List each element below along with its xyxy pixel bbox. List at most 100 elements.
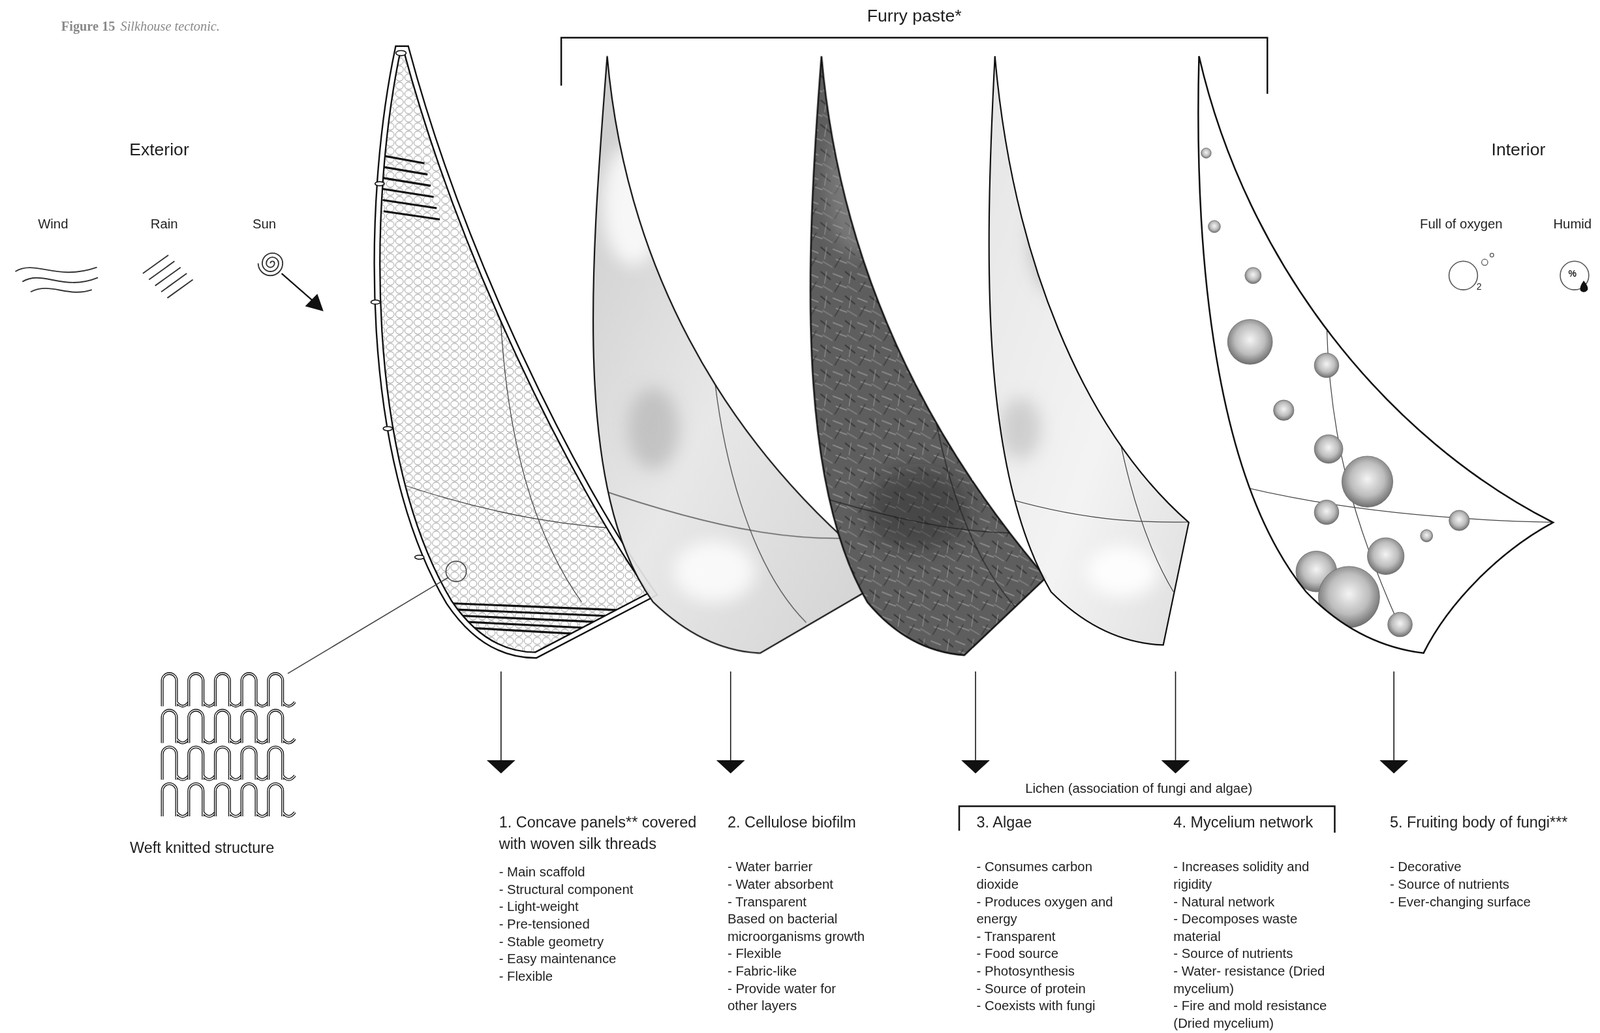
blotch xyxy=(1000,398,1042,460)
side-label: Interior xyxy=(1491,139,1546,161)
mycelium-panel xyxy=(989,56,1189,645)
panel-outline xyxy=(1198,56,1554,654)
knit-loop xyxy=(268,747,295,780)
property-item: - Natural network xyxy=(1173,892,1329,911)
property-item: - Ever-changing surface xyxy=(1389,892,1589,911)
panel-texture xyxy=(979,193,1225,598)
leader-line xyxy=(287,577,449,674)
blotch xyxy=(826,112,889,256)
property-item: - Water barrier xyxy=(727,858,868,876)
mesh-line xyxy=(979,306,1225,592)
tube-ring xyxy=(415,555,425,560)
blotch xyxy=(627,387,679,470)
knit-loop xyxy=(188,709,216,743)
knit-loop xyxy=(242,783,269,817)
knit-loop xyxy=(215,783,243,817)
icon-label: Humid xyxy=(1553,216,1592,233)
bracket xyxy=(561,37,1268,94)
sun-icon xyxy=(258,253,284,276)
blotch xyxy=(867,469,970,551)
text-block: 1. Concave panels** covered with woven s… xyxy=(499,811,719,855)
property-item: - Produces oxygen and energy xyxy=(976,892,1122,928)
property-item: - Water absorbent xyxy=(727,875,868,894)
fungi-panel xyxy=(1198,56,1554,654)
mushroom xyxy=(1201,148,1212,159)
property-item: - Structural component xyxy=(499,880,719,899)
property-item: - Transparent xyxy=(976,927,1122,945)
property-list: - Consumes carbon dioxide- Produces oxyg… xyxy=(976,858,1122,1015)
oxygen-bubble xyxy=(1481,259,1488,265)
bracket xyxy=(959,805,1335,833)
icon-label: Full of oxygen xyxy=(1419,216,1503,233)
mushroom xyxy=(1341,456,1393,508)
mushroom xyxy=(1314,353,1339,378)
figure-number: Figure 15 xyxy=(61,18,116,34)
wind-icon xyxy=(30,288,93,293)
property-list: - Water barrier- Water absorbent- Transp… xyxy=(727,858,868,1015)
mushroom xyxy=(1314,434,1343,464)
knit-loop xyxy=(242,709,269,743)
water-drop xyxy=(1579,280,1588,293)
knit-loop xyxy=(215,673,243,707)
layer-heading: 1. Concave panels** covered with woven s… xyxy=(499,811,719,855)
property-item: - Main scaffold xyxy=(499,863,719,881)
knit-loop xyxy=(215,747,243,780)
icon-label: Sun xyxy=(252,216,277,233)
text-block: 3. Algae- Consumes carbon dioxide- Produ… xyxy=(976,811,1122,833)
knit-loop xyxy=(268,783,295,817)
icon-label: Rain xyxy=(150,216,179,233)
property-item: - Food source xyxy=(976,944,1122,963)
property-item: - Decorative xyxy=(1389,858,1589,876)
knit-loop xyxy=(268,673,295,707)
property-item: - Source of nutrients xyxy=(1389,875,1589,894)
property-item: - Transparent xyxy=(727,892,868,911)
tube-ring xyxy=(370,300,380,305)
property-item: - Source of protein xyxy=(976,979,1122,998)
mushroom xyxy=(1208,220,1221,233)
property-item: - Stable geometry xyxy=(499,932,719,951)
tube-ring xyxy=(383,426,393,431)
property-item: - Flexible xyxy=(499,967,719,985)
property-item: - Fabric-like xyxy=(727,962,868,981)
wind-icon xyxy=(22,277,98,283)
mushroom xyxy=(1387,612,1413,637)
blotch xyxy=(602,142,664,266)
bracket-label: Lichen (association of fungi and algae) xyxy=(1025,780,1253,797)
biofilm-blotches xyxy=(602,142,756,603)
layer-heading: 5. Fruiting body of fungi*** xyxy=(1389,811,1589,833)
knit-loop xyxy=(162,747,190,780)
property-list: - Increases solidity and rigidity- Natur… xyxy=(1173,858,1329,1032)
rain-icon xyxy=(142,255,194,299)
icon-symbol: % xyxy=(1568,268,1578,280)
property-item: - Consumes carbon dioxide xyxy=(976,858,1122,893)
blotch xyxy=(1086,546,1158,598)
detail-circle xyxy=(445,561,466,582)
layer-heading: 3. Algae xyxy=(976,811,1122,833)
knit-loop xyxy=(188,673,216,707)
mushroom xyxy=(1318,566,1380,628)
property-item: - Coexists with fungi xyxy=(976,997,1122,1015)
property-item: Based on bacterial microorganisms growth xyxy=(727,910,868,945)
arrowhead xyxy=(486,760,1409,774)
silk-band xyxy=(379,155,440,220)
panel-outline xyxy=(989,56,1189,645)
side-label: Exterior xyxy=(129,139,190,161)
knit-loop xyxy=(242,673,269,707)
knit-loop xyxy=(242,747,269,780)
detail-label: Weft knitted structure xyxy=(129,838,275,857)
mushroom xyxy=(1314,499,1339,525)
mesh-line xyxy=(1214,306,1562,623)
arrowhead xyxy=(305,293,324,312)
knit-loop xyxy=(188,783,216,817)
mycelium-blotches xyxy=(1000,193,1159,598)
property-item: - Photosynthesis xyxy=(976,962,1122,981)
property-item: - Provide water for other layers xyxy=(727,979,868,1015)
knit-loop xyxy=(215,709,243,743)
knit-loop xyxy=(162,709,190,743)
mushroom xyxy=(1420,529,1433,543)
knit-loop xyxy=(188,747,216,780)
subscript: 2 xyxy=(1476,281,1482,293)
oxygen-bubble xyxy=(1489,253,1494,258)
sun-ray-arrow xyxy=(281,273,315,303)
